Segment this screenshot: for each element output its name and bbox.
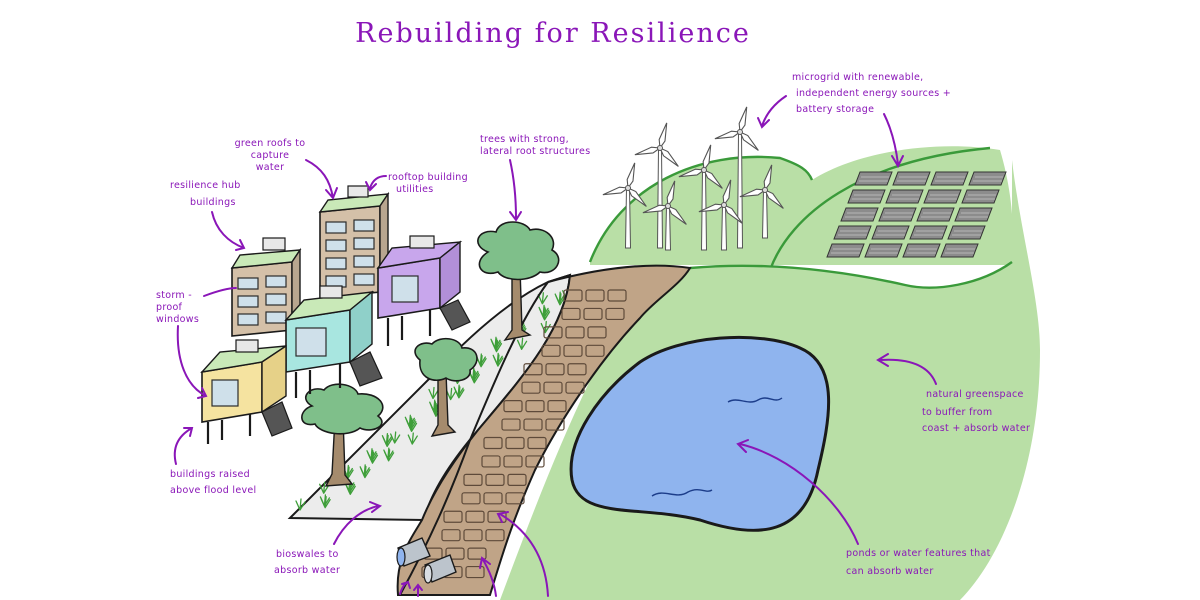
label-line: to buffer from xyxy=(922,407,992,418)
label-line: resilience hub xyxy=(170,180,241,191)
label-line: trees with strong, xyxy=(480,134,569,145)
label-line: capture xyxy=(251,150,289,161)
label-line: proof xyxy=(156,302,183,313)
wind-turbine-icon xyxy=(602,162,647,249)
label-line: microgrid with renewable, xyxy=(792,72,923,83)
label-line: buildings xyxy=(190,197,236,208)
seawall xyxy=(396,264,692,596)
label-line: lateral root structures xyxy=(480,146,590,157)
solar-panel-icon xyxy=(885,189,924,204)
drain-pipe-icon xyxy=(396,537,431,567)
pond xyxy=(569,335,831,532)
label-rooftop-utilities: rooftop building utilities xyxy=(365,172,468,195)
solar-panel-icon xyxy=(892,171,931,186)
label-greenspace: natural greenspace to buffer from coast … xyxy=(876,353,1030,434)
solar-panel-icon xyxy=(878,207,917,222)
label-resilience-hub: resilience hub buildings xyxy=(170,180,246,251)
wind-turbine-icon xyxy=(634,122,679,249)
raised-building-purple xyxy=(376,235,471,346)
solar-panel-icon xyxy=(864,243,903,258)
solar-panel-icon xyxy=(909,225,948,240)
raised-building-teal xyxy=(284,285,383,398)
drain-pipes xyxy=(396,537,457,584)
label-raised-buildings: buildings raised above flood level xyxy=(170,427,257,496)
tree-icon xyxy=(477,221,560,342)
label-line: rooftop building xyxy=(388,172,468,183)
label-line: ponds or water features that xyxy=(846,548,991,559)
solar-panel-icon xyxy=(968,171,1007,186)
label-line: bioswales to xyxy=(276,549,339,560)
label-line: above flood level xyxy=(170,485,257,496)
raised-building-yellow xyxy=(200,339,293,444)
label-line: water xyxy=(256,162,285,173)
label-bioswales: bioswales to absorb water xyxy=(274,501,383,576)
diagram-title: Rebuilding for Resilience xyxy=(355,18,751,49)
wind-turbine-icon xyxy=(739,164,784,239)
solar-panel-icon xyxy=(947,225,986,240)
label-microgrid: microgrid with renewable, independent en… xyxy=(757,72,951,169)
label-line: coast + absorb water xyxy=(922,423,1030,434)
tree-icon xyxy=(301,383,384,487)
tree-icon xyxy=(414,337,478,437)
solar-panel-icon xyxy=(923,189,962,204)
solar-panel-array xyxy=(826,171,1007,258)
label-storm-windows: storm - proof windows xyxy=(156,287,237,399)
drain-pipe-icon xyxy=(423,554,457,584)
label-ponds: ponds or water features that can absorb … xyxy=(736,439,991,577)
wind-turbines xyxy=(602,106,784,251)
solar-panel-icon xyxy=(871,225,910,240)
solar-panel-icon xyxy=(847,189,886,204)
label-line: independent energy sources + xyxy=(796,88,951,99)
label-line: green roofs to xyxy=(235,138,306,149)
label-line: battery storage xyxy=(796,104,874,115)
label-line: can absorb water xyxy=(846,566,934,577)
solar-panel-icon xyxy=(833,225,872,240)
label-line: storm - xyxy=(156,290,192,301)
label-line: windows xyxy=(156,314,199,325)
solar-panel-icon xyxy=(961,189,1000,204)
label-green-roofs: green roofs to capture water xyxy=(235,138,338,200)
label-line: utilities xyxy=(396,184,434,195)
wind-turbine-icon xyxy=(642,180,687,251)
solar-panel-icon xyxy=(826,243,865,258)
wind-turbine-icon xyxy=(698,179,743,251)
label-line: buildings raised xyxy=(170,469,250,480)
label-trees: trees with strong, lateral root structur… xyxy=(480,134,590,222)
solar-panel-icon xyxy=(840,207,879,222)
label-line: natural greenspace xyxy=(926,389,1024,400)
bottom-arrows xyxy=(399,511,549,597)
solar-panel-icon xyxy=(916,207,955,222)
solar-panel-icon xyxy=(854,171,893,186)
solar-panel-icon xyxy=(902,243,941,258)
solar-panel-icon xyxy=(930,171,969,186)
solar-panel-icon xyxy=(940,243,979,258)
solar-panel-icon xyxy=(954,207,993,222)
label-line: absorb water xyxy=(274,565,340,576)
